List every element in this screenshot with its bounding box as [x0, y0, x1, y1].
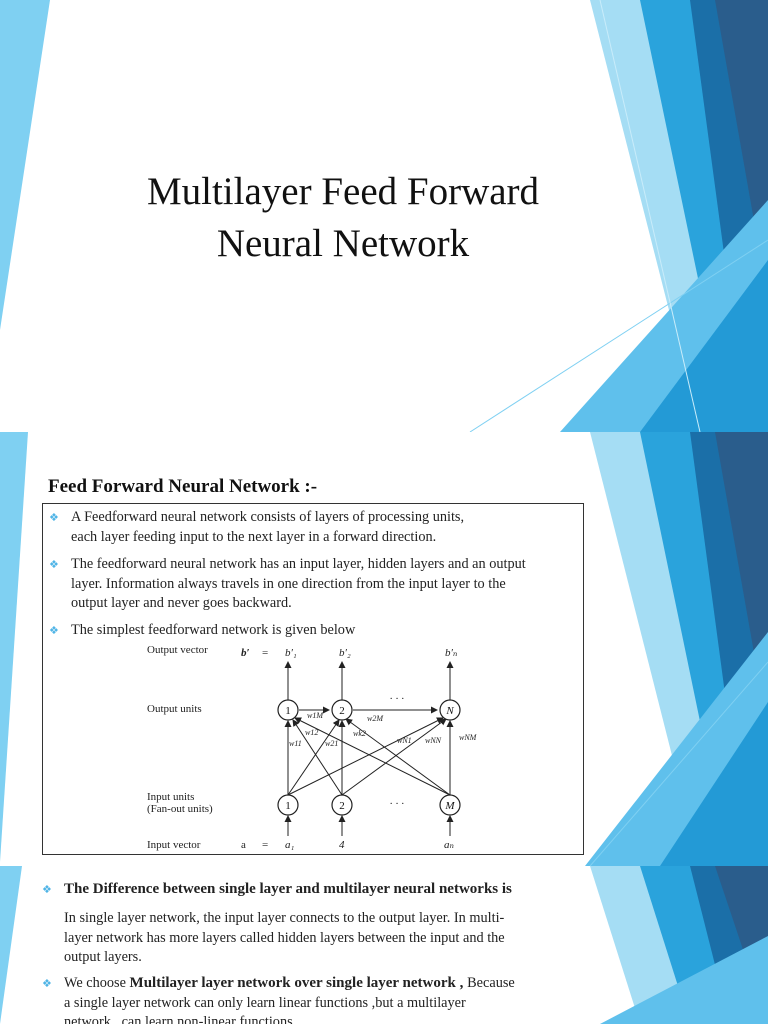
bullet-3: The simplest feedforward network is give…: [71, 621, 355, 641]
weight-label: wNM: [459, 733, 478, 742]
output-node-1-label: 1: [285, 705, 291, 717]
slide-title: Multilayer Feed Forward Neural Network: [0, 166, 686, 270]
title-slide: Multilayer Feed Forward Neural Network: [0, 0, 768, 432]
weight-label: wN1: [397, 736, 412, 745]
diamond-bullet-icon: ❖: [49, 558, 59, 571]
output-ellipsis: · · ·: [390, 694, 405, 705]
input-node-1-label: 1: [285, 800, 291, 812]
weight-label: w21: [325, 739, 338, 748]
input-ellipsis: · · ·: [390, 799, 405, 810]
output-equals: =: [262, 647, 268, 659]
output-value-n: b′ₙ: [445, 647, 457, 659]
output-value-1: b′₁: [285, 647, 297, 659]
output-vector-label: Output vector: [147, 644, 208, 656]
input-node-m: [439, 794, 461, 816]
input-units-label: Input units: [147, 791, 194, 803]
weight-label: wNN: [425, 736, 442, 745]
input-value-2: 4: [339, 839, 345, 851]
choice-bullet: We choose Multilayer layer network over …: [64, 974, 515, 1024]
choice-suffix: Because: [467, 975, 515, 991]
choice-line-3: network , can learn non-linear functions: [64, 1014, 293, 1024]
input-node-2-label: 2: [339, 800, 345, 812]
weight-label: w11: [289, 739, 302, 748]
network-diagram: Output vector b′ = b′₁ b′₂ b′ₙ Output un…: [147, 644, 478, 851]
diamond-bullet-icon: ❖: [49, 511, 59, 524]
bullet-1-line-2: each layer feeding input to the next lay…: [71, 528, 437, 545]
weight-label: w2M: [367, 714, 384, 723]
input-node-1: [277, 794, 299, 816]
difference-heading: The Difference between single layer and …: [64, 881, 512, 897]
output-value-2: b′₂: [339, 647, 351, 659]
slide-decoration: [0, 866, 768, 1024]
bullet-3-line-1: The simplest feedforward network is give…: [71, 622, 356, 638]
input-vector-label: Input vector: [147, 839, 201, 851]
output-node-2: [331, 699, 353, 721]
paragraph-line-1: In single layer network, the input layer…: [64, 910, 505, 926]
diamond-bullet-icon: ❖: [49, 624, 59, 637]
output-node-1: [277, 699, 299, 721]
slide-decoration: [0, 432, 768, 866]
bullet-2-line-1: The feedforward neural network has an in…: [71, 556, 526, 572]
bullet-1-line-1: A Feedforward neural network consists of…: [71, 509, 465, 525]
difference-slide: ❖ The Difference between single layer an…: [0, 866, 768, 1024]
input-node-2: [331, 794, 353, 816]
slide-decoration: [0, 0, 768, 432]
input-vector-symbol: a: [241, 839, 246, 851]
bullet-2-line-2: layer. Information always travels in one…: [71, 575, 506, 592]
title-line-1: Multilayer Feed Forward: [146, 170, 540, 213]
bullet-2: The feedforward neural network has an in…: [71, 555, 526, 614]
bullet-1: A Feedforward neural network consists of…: [71, 508, 464, 547]
input-value-n: aₙ: [444, 839, 454, 851]
feedforward-slide: Feed Forward Neural Network :- ❖ A Feedf…: [0, 432, 768, 866]
content-box: ❖ A Feedforward neural network consists …: [42, 503, 584, 855]
output-node-n-label: N: [445, 705, 454, 717]
title-line-2: Neural Network: [216, 222, 470, 265]
difference-paragraph: In single layer network, the input layer…: [64, 909, 505, 968]
section-heading: Feed Forward Neural Network :-: [48, 476, 318, 497]
weight-label: w12: [305, 728, 318, 737]
output-units-label: Output units: [147, 703, 202, 715]
input-equals: =: [262, 839, 268, 851]
diamond-bullet-icon: ❖: [42, 977, 52, 990]
choice-line-2: a single layer network can only learn li…: [64, 994, 466, 1011]
paragraph-line-2: layer network has more layers called hid…: [64, 929, 505, 946]
input-value-1: a₁: [285, 839, 295, 851]
choice-line-1: We choose Multilayer layer network over …: [64, 974, 515, 994]
output-vector-symbol: b′: [241, 647, 250, 659]
output-node-2-label: 2: [339, 705, 345, 717]
choice-bold: Multilayer layer network over single lay…: [129, 975, 468, 991]
fan-out-units-label: (Fan-out units): [147, 803, 213, 815]
input-node-m-label: M: [444, 800, 455, 812]
diamond-bullet-icon: ❖: [42, 883, 52, 896]
output-node-n: [439, 699, 461, 721]
choice-prefix: We choose: [64, 975, 130, 991]
bullet-2-line-3: output layer and never goes backward.: [71, 595, 292, 611]
weight-label: w1M: [307, 711, 324, 720]
paragraph-line-3: output layers.: [64, 949, 142, 965]
weight-label: wk2: [353, 729, 366, 738]
